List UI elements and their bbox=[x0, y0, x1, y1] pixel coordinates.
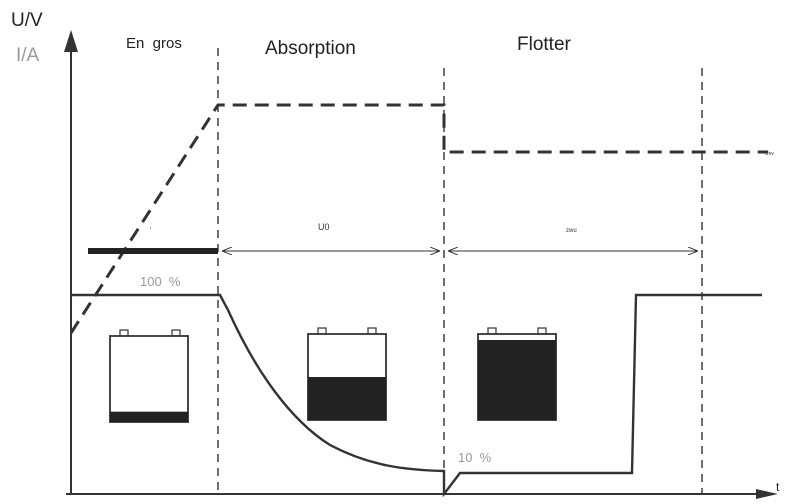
absorption-interval-label: U0 bbox=[318, 222, 330, 232]
current-full-label: 100 % bbox=[140, 274, 181, 289]
battery-icon bbox=[477, 327, 557, 421]
phase-label-bulk: En gros bbox=[126, 35, 182, 52]
phase-label-float: Flotter bbox=[517, 34, 572, 55]
battery-icon bbox=[109, 329, 189, 423]
battery-fill bbox=[308, 377, 386, 420]
y-axis-label-voltage: U/V bbox=[11, 10, 43, 31]
float-interval-label: zwu bbox=[566, 228, 577, 234]
current-curve bbox=[71, 293, 762, 498]
y-axis-arrow-icon bbox=[64, 30, 78, 52]
x-axis-label: t bbox=[776, 480, 780, 494]
current-end-label: 10 % bbox=[458, 450, 492, 465]
y-axis-label-current: I/A bbox=[16, 45, 40, 66]
bulk-interval-label: ' bbox=[150, 227, 151, 234]
battery-case bbox=[109, 335, 189, 423]
float-voltage-label: Uov bbox=[765, 151, 774, 157]
phase-label-absorption: Absorption bbox=[265, 38, 356, 59]
battery-fill bbox=[110, 411, 188, 422]
voltage-curve bbox=[69, 103, 768, 334]
x-axis-arrow-icon bbox=[756, 489, 778, 499]
battery-fill bbox=[478, 340, 556, 420]
battery-icon bbox=[307, 327, 387, 421]
